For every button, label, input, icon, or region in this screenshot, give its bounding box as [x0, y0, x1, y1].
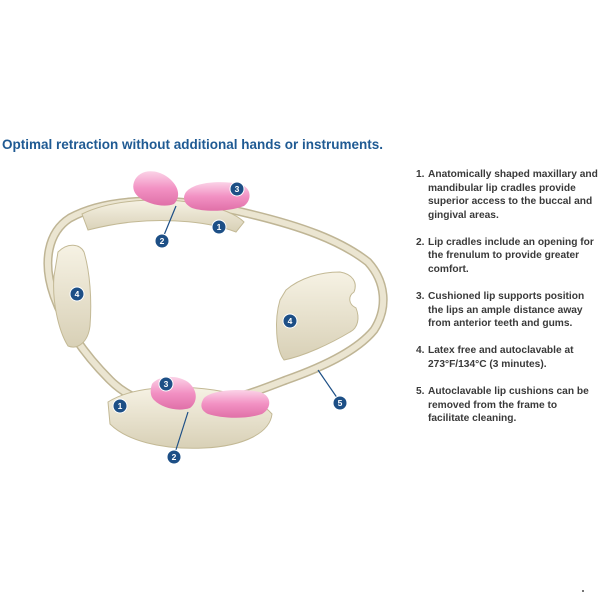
lower-cushion-right	[201, 390, 270, 418]
feature-number: 1.	[416, 169, 425, 180]
svg-text:1: 1	[118, 401, 123, 411]
feature-list: 1. Anatomically shaped maxillary and man…	[416, 168, 600, 439]
svg-text:2: 2	[172, 452, 177, 462]
feature-item-4: 4. Latex free and autoclavable at 273°F/…	[416, 344, 600, 371]
feature-text: Anatomically shaped maxillary and mandib…	[428, 169, 598, 221]
feature-text: Autoclavable lip cushions can be removed…	[428, 386, 589, 425]
feature-number: 5.	[416, 386, 425, 398]
callout-2-lower: 2	[166, 449, 182, 465]
svg-text:5: 5	[338, 398, 343, 408]
svg-text:1: 1	[217, 222, 222, 232]
leader-2-bottom	[173, 411, 189, 457]
feature-number: 4.	[416, 345, 425, 357]
feature-item-3: 3. Cushioned lip supports position the l…	[416, 290, 600, 331]
right-cheek-wing	[276, 271, 359, 361]
svg-text:2: 2	[160, 236, 165, 246]
callout-3-lower: 3	[158, 376, 174, 392]
feature-text: Latex free and autoclavable at 273°F/134…	[428, 345, 574, 371]
corner-dot	[582, 590, 584, 592]
svg-text:4: 4	[75, 289, 80, 299]
callout-1-lower: 1	[112, 398, 128, 414]
feature-item-1: 1. Anatomically shaped maxillary and man…	[416, 168, 600, 222]
callout-3-upper: 3	[229, 181, 245, 197]
callout-4-right: 4	[282, 313, 298, 329]
callout-2-upper: 2	[154, 233, 170, 249]
svg-text:4: 4	[288, 316, 293, 326]
retractor-illustration: 1 1 2 2 3 3 4 4 5	[43, 171, 388, 465]
feature-text: Lip cradles include an opening for the f…	[428, 236, 594, 276]
callout-5: 5	[332, 395, 348, 411]
feature-text: Cushioned lip supports position the lips…	[428, 291, 585, 330]
feature-item-2: 2. Lip cradles include an opening for th…	[416, 236, 600, 277]
headline: Optimal retraction without additional ha…	[2, 137, 384, 152]
feature-number: 2.	[416, 236, 425, 248]
feature-number: 3.	[416, 291, 425, 303]
feature-item-5: 5. Autoclavable lip cushions can be remo…	[416, 385, 600, 426]
callout-4-left: 4	[69, 286, 85, 302]
callout-1-upper: 1	[211, 219, 227, 235]
svg-text:3: 3	[235, 184, 240, 194]
svg-text:3: 3	[164, 379, 169, 389]
upper-cushion-left	[133, 171, 179, 206]
